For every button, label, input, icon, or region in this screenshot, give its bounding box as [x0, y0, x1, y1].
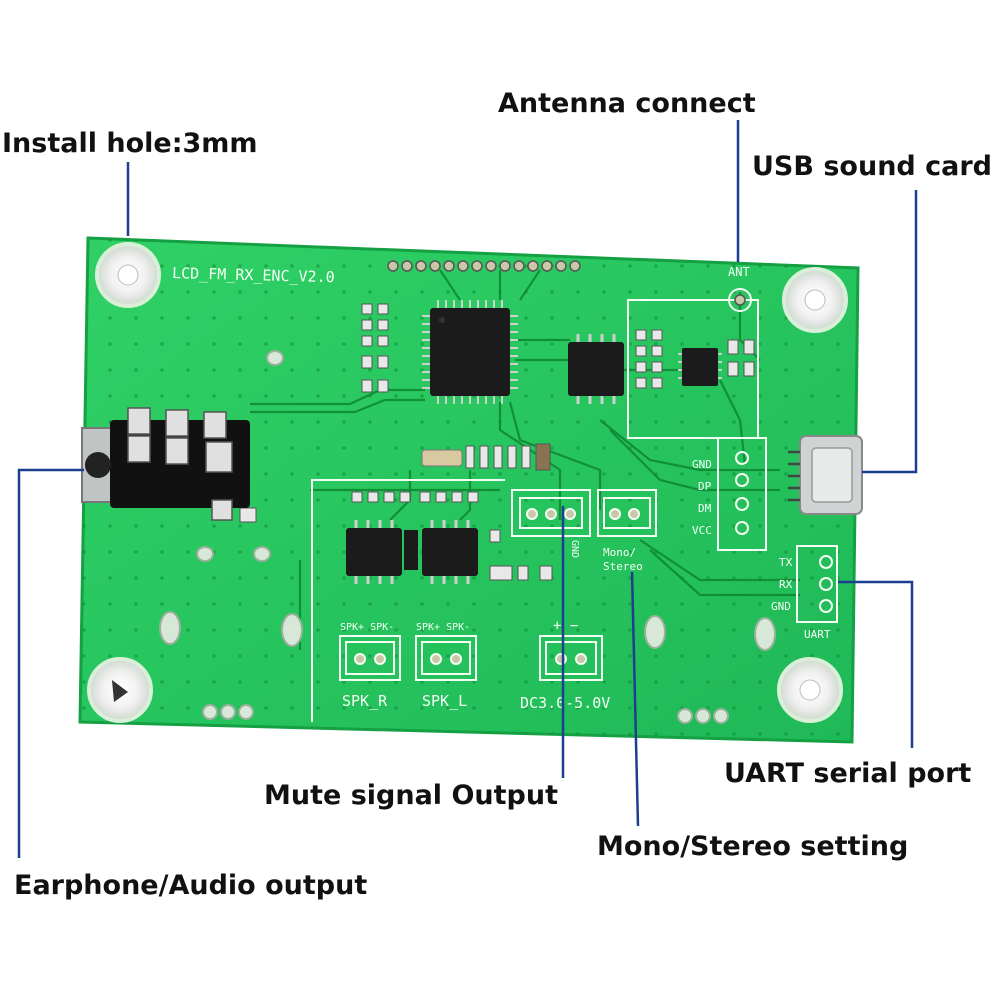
- leader-uart: [838, 580, 914, 748]
- mono-label-line1: Mono/: [603, 546, 636, 559]
- leader-earphone: [17, 468, 84, 858]
- uart-pin-rx: RX: [779, 578, 793, 591]
- silkscreen-text: LCD_FM_RX_ENC_V2.0 ANT GND DP DM VCC TX …: [172, 264, 831, 712]
- plated-slots: [159, 350, 776, 724]
- soic-chip-top: [568, 334, 624, 404]
- uart-pin-gnd: GND: [771, 600, 791, 613]
- spk-r-pins: SPK+ SPK-: [340, 622, 394, 633]
- callout-uart: UART serial port: [724, 758, 972, 789]
- ant-label: ANT: [728, 265, 750, 279]
- usb-pin-dp: DP: [698, 480, 712, 493]
- spk-r-label: SPK_R: [342, 692, 388, 710]
- uart-pin-tx: TX: [779, 556, 793, 569]
- usb-pin-vcc: VCC: [692, 524, 712, 537]
- usb-connector: [788, 435, 863, 515]
- gnd-vertical-label: GND: [569, 540, 580, 558]
- header-pin-row: [387, 260, 581, 272]
- callout-install-hole: Install hole:3mm: [2, 128, 258, 159]
- callout-antenna: Antenna connect: [498, 88, 756, 119]
- leader-usb: [862, 190, 918, 474]
- leader-mono-stereo: [630, 571, 640, 827]
- soic-chip-small: [678, 348, 722, 386]
- smd-components: [239, 303, 755, 581]
- amp-chip-left: [404, 520, 478, 584]
- silk-outlines: [311, 299, 838, 722]
- board-title: LCD_FM_RX_ENC_V2.0: [172, 264, 335, 286]
- terminal-footprints: [339, 489, 657, 681]
- spk-l-pins: SPK+ SPK-: [416, 622, 470, 633]
- usb-pin-gnd: GND: [692, 458, 712, 471]
- headphone-jack: [81, 407, 250, 521]
- callout-earphone: Earphone/Audio output: [14, 870, 368, 901]
- amp-chip-right: [346, 520, 402, 584]
- terminal-pads: [354, 508, 640, 665]
- uart-label: UART: [804, 628, 831, 641]
- usb-pin-dm: DM: [698, 502, 712, 515]
- callout-usb: USB sound card: [752, 151, 993, 182]
- mounting-holes: [87, 242, 848, 723]
- antenna-pad: [728, 288, 752, 312]
- power-label: DC3.0-5.0V: [520, 694, 610, 712]
- mcu-chip: [422, 300, 518, 404]
- usb-pads: [735, 451, 749, 535]
- uart-pads: [819, 555, 833, 613]
- callout-mono-stereo: Mono/Stereo setting: [597, 831, 909, 862]
- mono-label-line2: Stereo: [603, 560, 643, 573]
- power-pins-label: + −: [553, 618, 578, 634]
- leader-lines: [17, 120, 918, 858]
- spk-l-label: SPK_L: [422, 692, 467, 710]
- callout-mute: Mute signal Output: [264, 780, 558, 811]
